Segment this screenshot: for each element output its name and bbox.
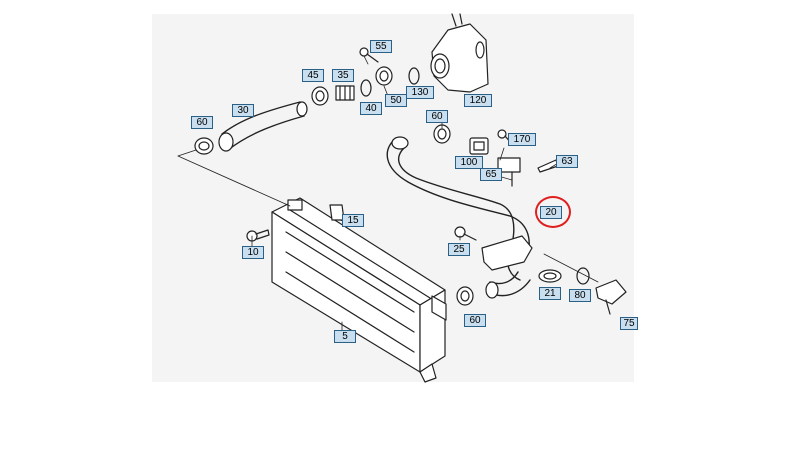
pipe-elbow-part-60-lower[interactable]: [485, 271, 531, 299]
callout-35[interactable]: 35: [332, 69, 354, 82]
callout-21[interactable]: 21: [539, 287, 561, 300]
clamp-part-50[interactable]: [375, 66, 393, 86]
callout-130[interactable]: 130: [406, 86, 434, 99]
sensor-part-100[interactable]: [469, 137, 489, 155]
clamp-part-60-left[interactable]: [194, 137, 214, 155]
callout-65[interactable]: 65: [480, 168, 502, 181]
air-filter-housing-part-120[interactable]: [430, 13, 489, 93]
callout-63[interactable]: 63: [556, 155, 578, 168]
callout-25[interactable]: 25: [448, 243, 470, 256]
callout-10[interactable]: 10: [242, 246, 264, 259]
clamp-part-60-lower[interactable]: [456, 286, 474, 306]
callout-15[interactable]: 15: [342, 214, 364, 227]
hose-bracket-flange[interactable]: [481, 235, 533, 271]
connector-part-35[interactable]: [335, 85, 355, 101]
clamp-part-45[interactable]: [311, 86, 329, 106]
callout-170[interactable]: 170: [508, 133, 536, 146]
callout-100[interactable]: 100: [455, 156, 483, 169]
seal-ring-part-40[interactable]: [360, 79, 372, 97]
callout-55[interactable]: 55: [370, 40, 392, 53]
screw-part-170[interactable]: [497, 129, 513, 145]
callout-60-left[interactable]: 60: [191, 116, 213, 129]
callout-40[interactable]: 40: [360, 102, 382, 115]
seal-part-21[interactable]: [538, 269, 562, 283]
sensor-part-65[interactable]: [497, 157, 521, 187]
seal-ring-part-80[interactable]: [576, 267, 590, 285]
callout-60-upper[interactable]: 60: [426, 110, 448, 123]
callout-50[interactable]: 50: [385, 94, 407, 107]
screw-part-55[interactable]: [359, 47, 379, 63]
callout-45[interactable]: 45: [302, 69, 324, 82]
seal-ring-part-130[interactable]: [408, 67, 420, 85]
callout-80[interactable]: 80: [569, 289, 591, 302]
callout-5[interactable]: 5: [334, 330, 356, 343]
bolt-part-25[interactable]: [454, 226, 477, 241]
valve-part-75[interactable]: [595, 279, 627, 315]
callout-75[interactable]: 75: [620, 317, 638, 330]
bracket-part-63[interactable]: [537, 159, 559, 173]
callout-120[interactable]: 120: [464, 94, 492, 107]
callout-60-lower[interactable]: 60: [464, 314, 486, 327]
charge-air-hose-part-20[interactable]: [386, 136, 530, 281]
intercooler-part[interactable]: [271, 197, 447, 383]
highlight-circle-20: [535, 196, 571, 228]
callout-30[interactable]: 30: [232, 104, 254, 117]
bolt-part-10[interactable]: [246, 229, 270, 242]
hose-part-30[interactable]: [218, 101, 308, 152]
